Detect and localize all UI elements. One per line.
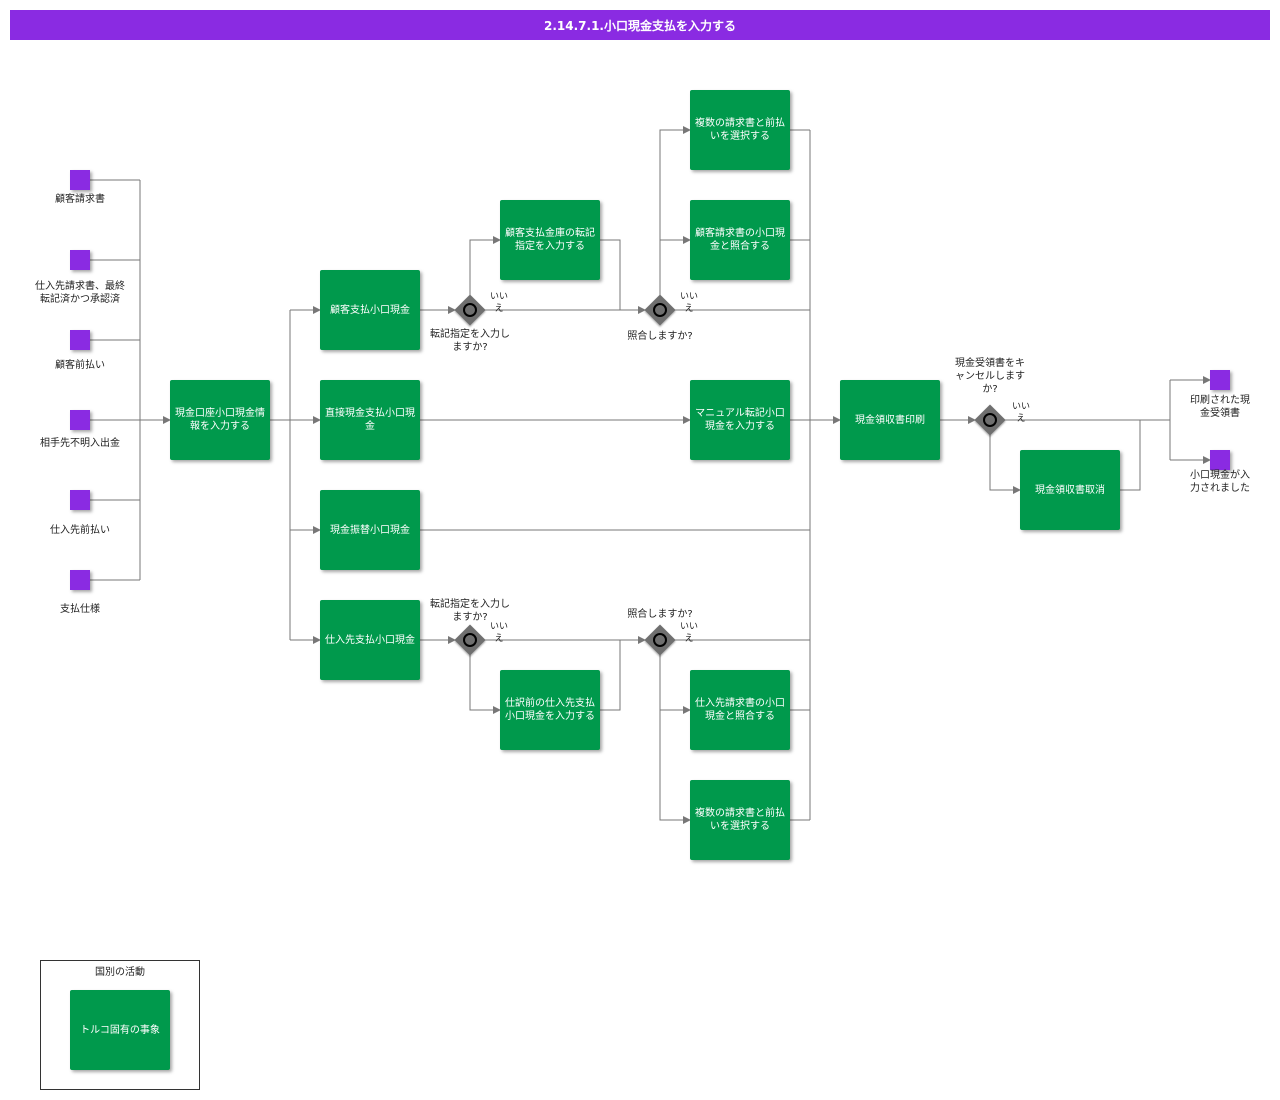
- gateway-label-match-top: 照合しますか?: [627, 331, 693, 342]
- document-icon: [70, 490, 90, 510]
- activity-enter-vendor-unposted[interactable]: 仕訳前の仕入先支払小口現金を入力する: [500, 670, 600, 750]
- document-icon: [70, 570, 90, 590]
- gateway-ring-icon: [983, 413, 997, 427]
- document-icon: [70, 330, 90, 350]
- gateway-no-posting-top: いいえ: [489, 292, 508, 314]
- input-label-payment-spec: 支払仕様: [60, 604, 100, 615]
- gateway-no-cancel: いいえ: [1011, 402, 1030, 424]
- activity-vendor-petty-cash[interactable]: 仕入先支払小口現金: [320, 600, 420, 680]
- gateway-no-posting-bottom: いいえ: [489, 622, 508, 644]
- activity-select-invoices-top[interactable]: 複数の請求書と前払いを選択する: [690, 90, 790, 170]
- input-label-customer-prepayment: 顧客前払い: [55, 360, 105, 371]
- activity-select-invoices-bottom[interactable]: 複数の請求書と前払いを選択する: [690, 780, 790, 860]
- input-label-vendor-prepayment: 仕入先前払い: [50, 525, 110, 536]
- edge-to-select-bottom: [659, 655, 691, 824]
- document-icon: [1210, 370, 1230, 390]
- input-label-unknown-party: 相手先不明入出金: [40, 438, 120, 449]
- gateway-ring-icon: [653, 303, 667, 317]
- input-label-customer-invoice: 顧客請求書: [55, 194, 105, 205]
- gateway-ring-icon: [463, 303, 477, 317]
- gateway-no-match-bottom: いいえ: [679, 622, 698, 644]
- legend-item: トルコ固有の事象: [70, 990, 170, 1070]
- gateway-label-posting-top: 転記指定を入力しますか?: [430, 329, 510, 353]
- page-title: 2.14.7.1.小口現金支払を入力する: [10, 10, 1270, 40]
- legend: 国別の活動 トルコ固有の事象: [40, 960, 200, 1090]
- activity-match-customer-invoice[interactable]: 顧客請求書の小口現金と照合する: [690, 200, 790, 280]
- document-icon: [70, 410, 90, 430]
- activity-transfer-petty-cash[interactable]: 現金振替小口現金: [320, 490, 420, 570]
- legend-title: 国別の活動: [95, 967, 145, 978]
- document-icon: [70, 170, 90, 190]
- output-label-petty-cash-entered: 小口現金が入力されました: [1190, 470, 1250, 494]
- gateway-ring-icon: [463, 633, 477, 647]
- activity-print-receipt[interactable]: 現金領収書印刷: [840, 380, 940, 460]
- gateway-no-match-top: いいえ: [679, 292, 698, 314]
- edge-to-enter-posting: [469, 236, 501, 295]
- activity-customer-petty-cash[interactable]: 顧客支払小口現金: [320, 270, 420, 350]
- activity-cancel-receipt[interactable]: 現金領収書取消: [1020, 450, 1120, 530]
- activity-enter-customer-posting[interactable]: 顧客支払金庫の転記指定を入力する: [500, 200, 600, 280]
- output-label-printed-receipt: 印刷された現金受領書: [1190, 395, 1250, 419]
- gateway-label-cancel: 現金受領書をキャンセルしますか?: [955, 358, 1025, 395]
- gateway-label-posting-bottom: 転記指定を入力しますか?: [430, 599, 510, 623]
- edge-to-cancel-receipt: [989, 435, 1021, 494]
- activity-enter-petty-cash-account[interactable]: 現金口座小口現金情報を入力する: [170, 380, 270, 460]
- gateway-label-match-bottom: 照合しますか?: [627, 609, 693, 620]
- gateway-ring-icon: [653, 633, 667, 647]
- edge-from-enter-posting: [600, 239, 621, 310]
- edge-to-vendor-unposted: [469, 655, 501, 714]
- document-icon: [70, 250, 90, 270]
- input-label-vendor-invoice: 仕入先請求書、最終 転記済かつ承認済: [35, 281, 125, 305]
- edge-from-cancel-receipt: [1120, 420, 1141, 491]
- edge-to-select-top: [659, 126, 691, 295]
- edge-from-vendor-unposted: [600, 640, 621, 711]
- document-icon: [1210, 450, 1230, 470]
- activity-direct-petty-cash[interactable]: 直接現金支払小口現金: [320, 380, 420, 460]
- activity-match-vendor-invoice[interactable]: 仕入先請求書の小口現金と照合する: [690, 670, 790, 750]
- activity-manual-posting[interactable]: マニュアル転記小口現金を入力する: [690, 380, 790, 460]
